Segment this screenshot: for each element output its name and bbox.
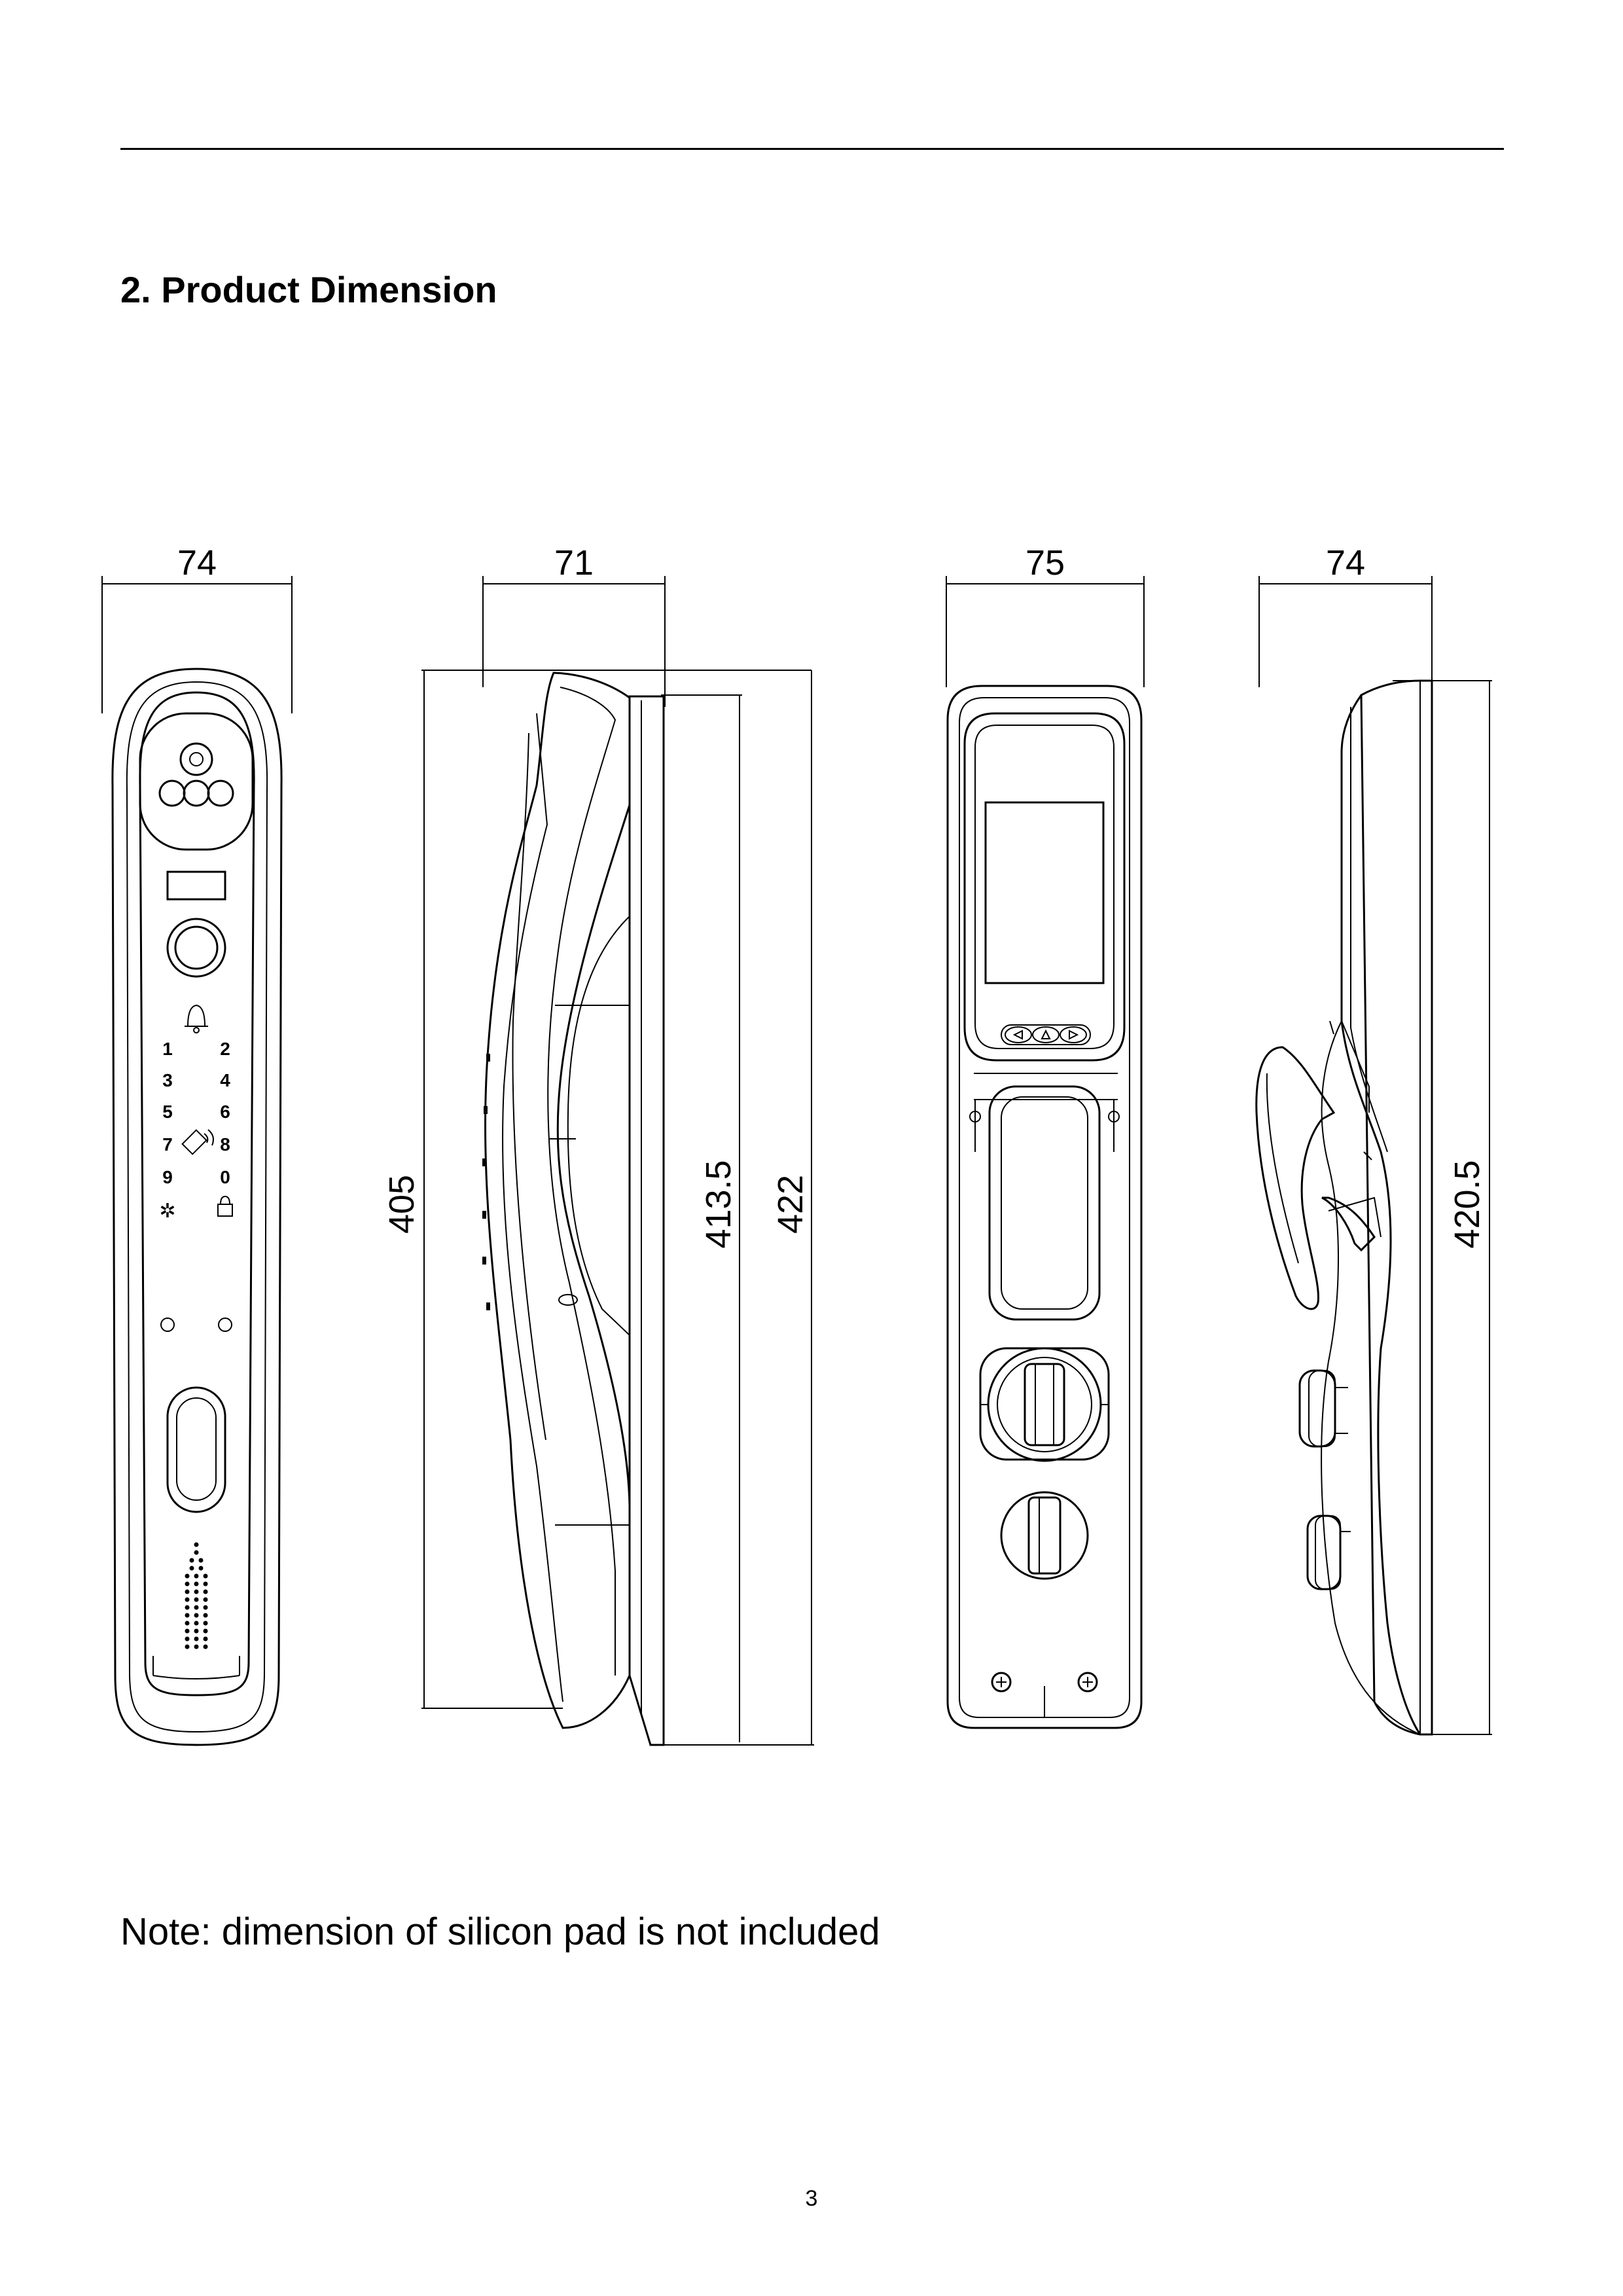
page-number: 3 xyxy=(805,2186,818,2211)
speaker-dot xyxy=(194,1573,199,1579)
keypad: 1 2 3 4 5 6 7 8 9 0 xyxy=(162,1039,230,1187)
speaker-dot xyxy=(198,1558,204,1563)
star-key-icon: ✲ xyxy=(159,1200,175,1222)
key-4: 4 xyxy=(220,1070,230,1090)
key-1: 1 xyxy=(162,1039,173,1059)
height-right-label: 420.5 xyxy=(1448,1160,1487,1248)
front-view: 74 1 2 3 4 5 6 7 xyxy=(101,543,293,1746)
key-8: 8 xyxy=(220,1134,230,1155)
nav-right-icon xyxy=(1069,1030,1079,1040)
note-text: Note: dimension of silicon pad is not in… xyxy=(120,1910,880,1953)
side-width-label: 71 xyxy=(554,543,594,583)
front-mini-display xyxy=(166,870,226,901)
section-title: 2. Product Dimension xyxy=(120,269,497,310)
front-width-label: 74 xyxy=(177,543,217,583)
lock-key-icon xyxy=(217,1195,233,1217)
speaker-dot xyxy=(194,1605,199,1610)
speaker-dot xyxy=(194,1613,199,1618)
side-view: 71 405 413.5 422 xyxy=(382,543,814,1746)
speaker-grille xyxy=(185,1542,208,1649)
speaker-dot xyxy=(194,1597,199,1602)
side-handle-profile xyxy=(484,672,631,1729)
fingerprint-sensor-icon xyxy=(166,918,226,978)
header-rule xyxy=(120,148,1504,150)
back-width-label: 75 xyxy=(1026,543,1065,583)
speaker-dot xyxy=(185,1628,190,1634)
height-total-label: 422 xyxy=(771,1175,810,1234)
speaker-dot xyxy=(194,1621,199,1626)
speaker-dot xyxy=(185,1605,190,1610)
key-9: 9 xyxy=(162,1167,173,1187)
nav-up-icon xyxy=(1041,1029,1051,1039)
speaker-dot xyxy=(185,1597,190,1602)
speaker-dot xyxy=(189,1566,194,1571)
front-body-outline xyxy=(111,668,283,1746)
speaker-dot xyxy=(203,1636,208,1641)
speaker-dot xyxy=(194,1628,199,1634)
back-view: 75 xyxy=(946,543,1145,1729)
thumb-turn-upper xyxy=(979,1347,1110,1462)
key-5: 5 xyxy=(162,1102,173,1122)
nav-buttons xyxy=(1001,1024,1091,1045)
right-side-view: 74 420.5 xyxy=(1255,543,1492,1736)
speaker-dot xyxy=(203,1621,208,1626)
key-0: 0 xyxy=(220,1167,230,1187)
speaker-dot xyxy=(194,1550,199,1555)
key-slot xyxy=(166,1386,226,1513)
speaker-dot xyxy=(194,1589,199,1594)
speaker-dot xyxy=(185,1613,190,1618)
key-7: 7 xyxy=(162,1134,173,1155)
key-3: 3 xyxy=(162,1070,173,1090)
speaker-dot xyxy=(194,1644,199,1649)
speaker-dot xyxy=(203,1613,208,1618)
right-knob-upper xyxy=(1298,1369,1348,1448)
speaker-dot xyxy=(185,1589,190,1594)
speaker-dot xyxy=(185,1621,190,1626)
speaker-dot xyxy=(185,1581,190,1587)
speaker-dot xyxy=(203,1581,208,1587)
right-knob-lower xyxy=(1306,1515,1351,1590)
speaker-dot xyxy=(194,1581,199,1587)
right-width-label: 74 xyxy=(1326,543,1365,583)
card-reader-icon xyxy=(181,1129,214,1155)
thumb-turn-lower xyxy=(1000,1491,1089,1580)
back-body-outline xyxy=(946,685,1143,1729)
speaker-dot xyxy=(198,1566,204,1571)
camera-lens-icon xyxy=(179,742,213,776)
key-2: 2 xyxy=(220,1039,230,1059)
height-body-label: 413.5 xyxy=(699,1160,738,1248)
speaker-dot xyxy=(203,1644,208,1649)
speaker-dot xyxy=(203,1589,208,1594)
speaker-dot xyxy=(203,1628,208,1634)
screw-left-icon xyxy=(991,1672,1012,1693)
screw-right-icon xyxy=(1077,1672,1098,1693)
speaker-dot xyxy=(194,1636,199,1641)
speaker-dot xyxy=(185,1573,190,1579)
height-handle-label: 405 xyxy=(382,1175,421,1234)
speaker-dot xyxy=(189,1558,194,1563)
speaker-dot xyxy=(203,1597,208,1602)
speaker-dot xyxy=(203,1573,208,1579)
speaker-dot xyxy=(185,1636,190,1641)
speaker-dot xyxy=(203,1605,208,1610)
speaker-dot xyxy=(194,1542,199,1547)
nav-left-icon xyxy=(1012,1030,1023,1040)
back-lcd-screen xyxy=(984,801,1105,984)
right-body-profile xyxy=(1340,694,1421,1735)
right-lever-handle xyxy=(1255,1046,1336,1310)
speaker-dot xyxy=(185,1644,190,1649)
key-6: 6 xyxy=(220,1102,230,1122)
doorbell-icon xyxy=(185,1004,208,1033)
